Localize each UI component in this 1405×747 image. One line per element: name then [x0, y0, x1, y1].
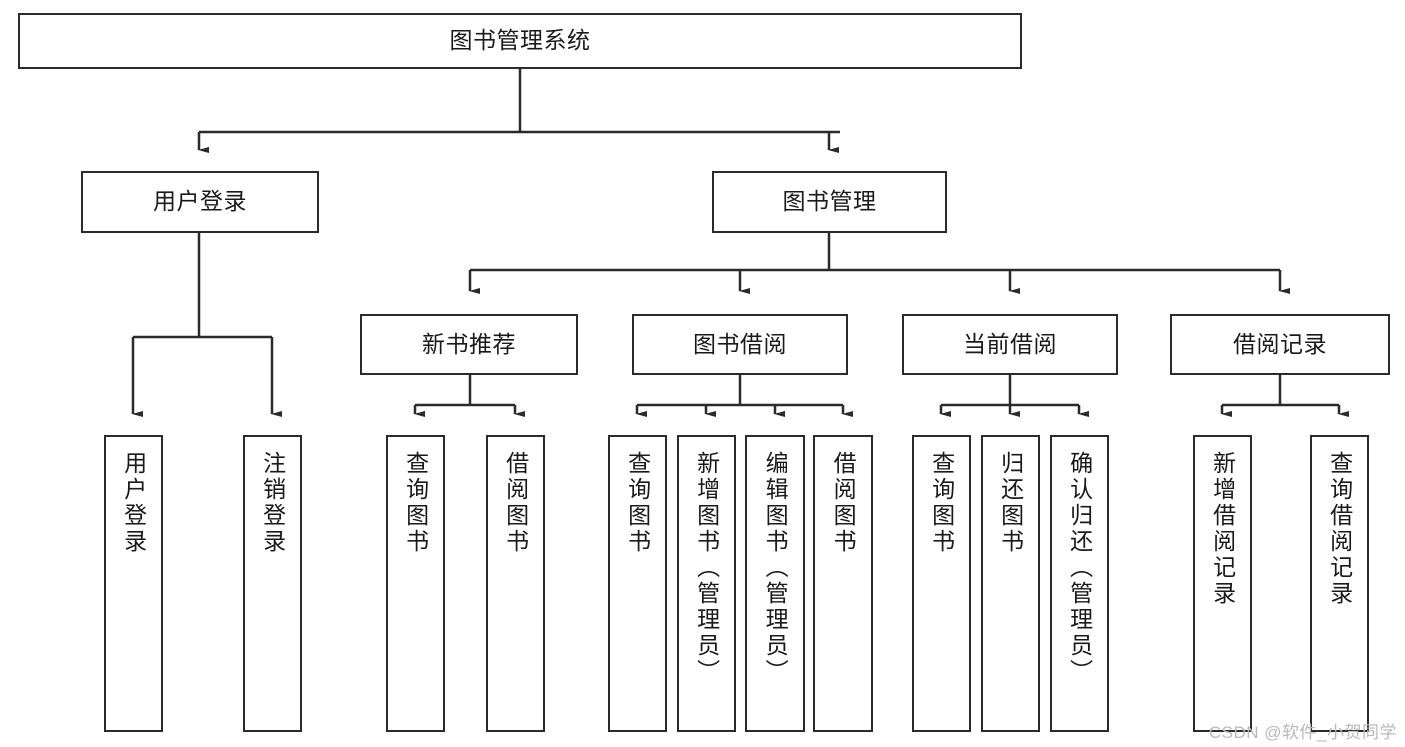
- node-label: 当前借阅: [963, 330, 1057, 357]
- node-label: 借阅记录: [1233, 330, 1327, 357]
- node-book-management[interactable]: 图书管理: [712, 171, 947, 233]
- node-leaf-logout[interactable]: 注销登录: [243, 435, 302, 732]
- node-label: 图书管理系统: [449, 27, 591, 54]
- node-label: 查询借阅记录: [1326, 451, 1353, 607]
- node-leaf-query-book-recommend[interactable]: 查询图书: [386, 435, 445, 732]
- node-label: 查询图书: [624, 451, 651, 555]
- node-label: 注销登录: [259, 451, 286, 555]
- node-leaf-borrow-book[interactable]: 借阅图书: [813, 435, 873, 732]
- node-label: 确认归还（管理员）: [1066, 451, 1093, 685]
- node-leaf-user-login[interactable]: 用户登录: [104, 435, 163, 732]
- node-label: 新增借阅记录: [1209, 451, 1236, 607]
- node-label: 用户登录: [120, 451, 147, 555]
- node-user-login[interactable]: 用户登录: [81, 171, 319, 233]
- node-leaf-query-book-current[interactable]: 查询图书: [912, 435, 971, 732]
- node-leaf-confirm-return-admin[interactable]: 确认归还（管理员）: [1050, 435, 1109, 732]
- node-new-book-recommend[interactable]: 新书推荐: [360, 314, 578, 375]
- node-leaf-query-book-borrow[interactable]: 查询图书: [608, 435, 667, 732]
- node-label: 借阅图书: [830, 451, 857, 555]
- node-label: 编辑图书（管理员）: [762, 451, 789, 685]
- node-label: 查询图书: [928, 451, 955, 555]
- node-root-system[interactable]: 图书管理系统: [18, 13, 1022, 69]
- node-book-borrow[interactable]: 图书借阅: [632, 314, 848, 375]
- node-label: 借阅图书: [502, 451, 529, 555]
- node-leaf-add-borrow-record[interactable]: 新增借阅记录: [1193, 435, 1252, 732]
- node-leaf-borrow-book-recommend[interactable]: 借阅图书: [486, 435, 545, 732]
- node-leaf-query-borrow-record[interactable]: 查询借阅记录: [1310, 435, 1369, 732]
- node-label: 新书推荐: [422, 330, 516, 357]
- node-label: 归还图书: [997, 451, 1024, 555]
- node-borrow-record[interactable]: 借阅记录: [1170, 314, 1390, 375]
- node-label: 用户登录: [153, 188, 247, 215]
- node-label: 图书借阅: [693, 330, 787, 357]
- node-leaf-add-book-admin[interactable]: 新增图书（管理员）: [677, 435, 736, 732]
- node-leaf-return-book[interactable]: 归还图书: [981, 435, 1040, 732]
- node-current-borrow[interactable]: 当前借阅: [902, 314, 1118, 375]
- node-label: 查询图书: [402, 451, 429, 555]
- node-leaf-edit-book-admin[interactable]: 编辑图书（管理员）: [745, 435, 805, 732]
- node-label: 新增图书（管理员）: [693, 451, 720, 685]
- node-label: 图书管理: [782, 188, 877, 215]
- csdn-watermark: CSDN @软件_小贺同学: [1208, 723, 1397, 742]
